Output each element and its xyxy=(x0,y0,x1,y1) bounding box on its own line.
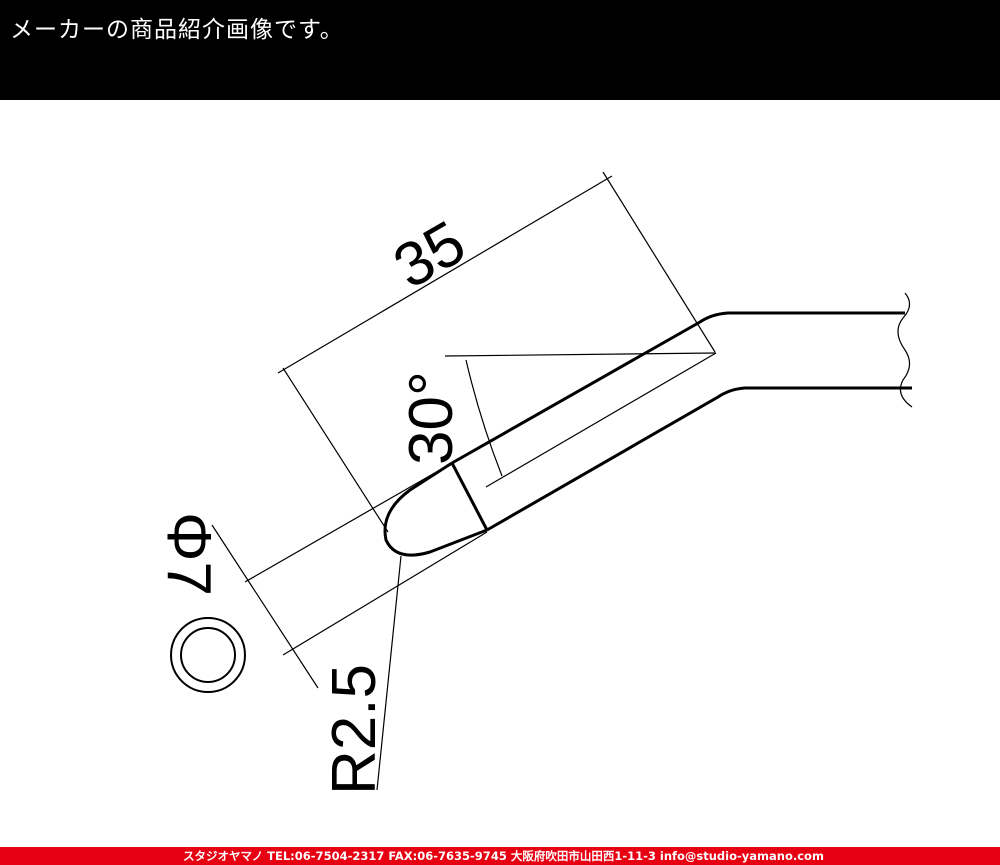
footer-contact: スタジオヤマノ TEL:06-7504-2317 FAX:06-7635-974… xyxy=(183,849,824,863)
angle-label: 30° xyxy=(397,371,466,465)
tip-outline xyxy=(383,292,913,557)
header-bar: メーカーの商品紹介画像です。 xyxy=(0,0,1000,100)
radius-label: R2.5 xyxy=(320,664,389,795)
dimension-lines xyxy=(211,171,717,791)
diameter-symbol xyxy=(170,617,246,693)
length-label: 35 xyxy=(383,208,477,302)
header-title: メーカーの商品紹介画像です。 xyxy=(10,17,344,43)
footer-bar: スタジオヤマノ TEL:06-7504-2317 FAX:06-7635-974… xyxy=(0,847,1000,865)
soldering-tip-drawing: 35 30° Φ7 R2.5 xyxy=(154,171,913,795)
diameter-label: Φ7 xyxy=(154,512,223,596)
